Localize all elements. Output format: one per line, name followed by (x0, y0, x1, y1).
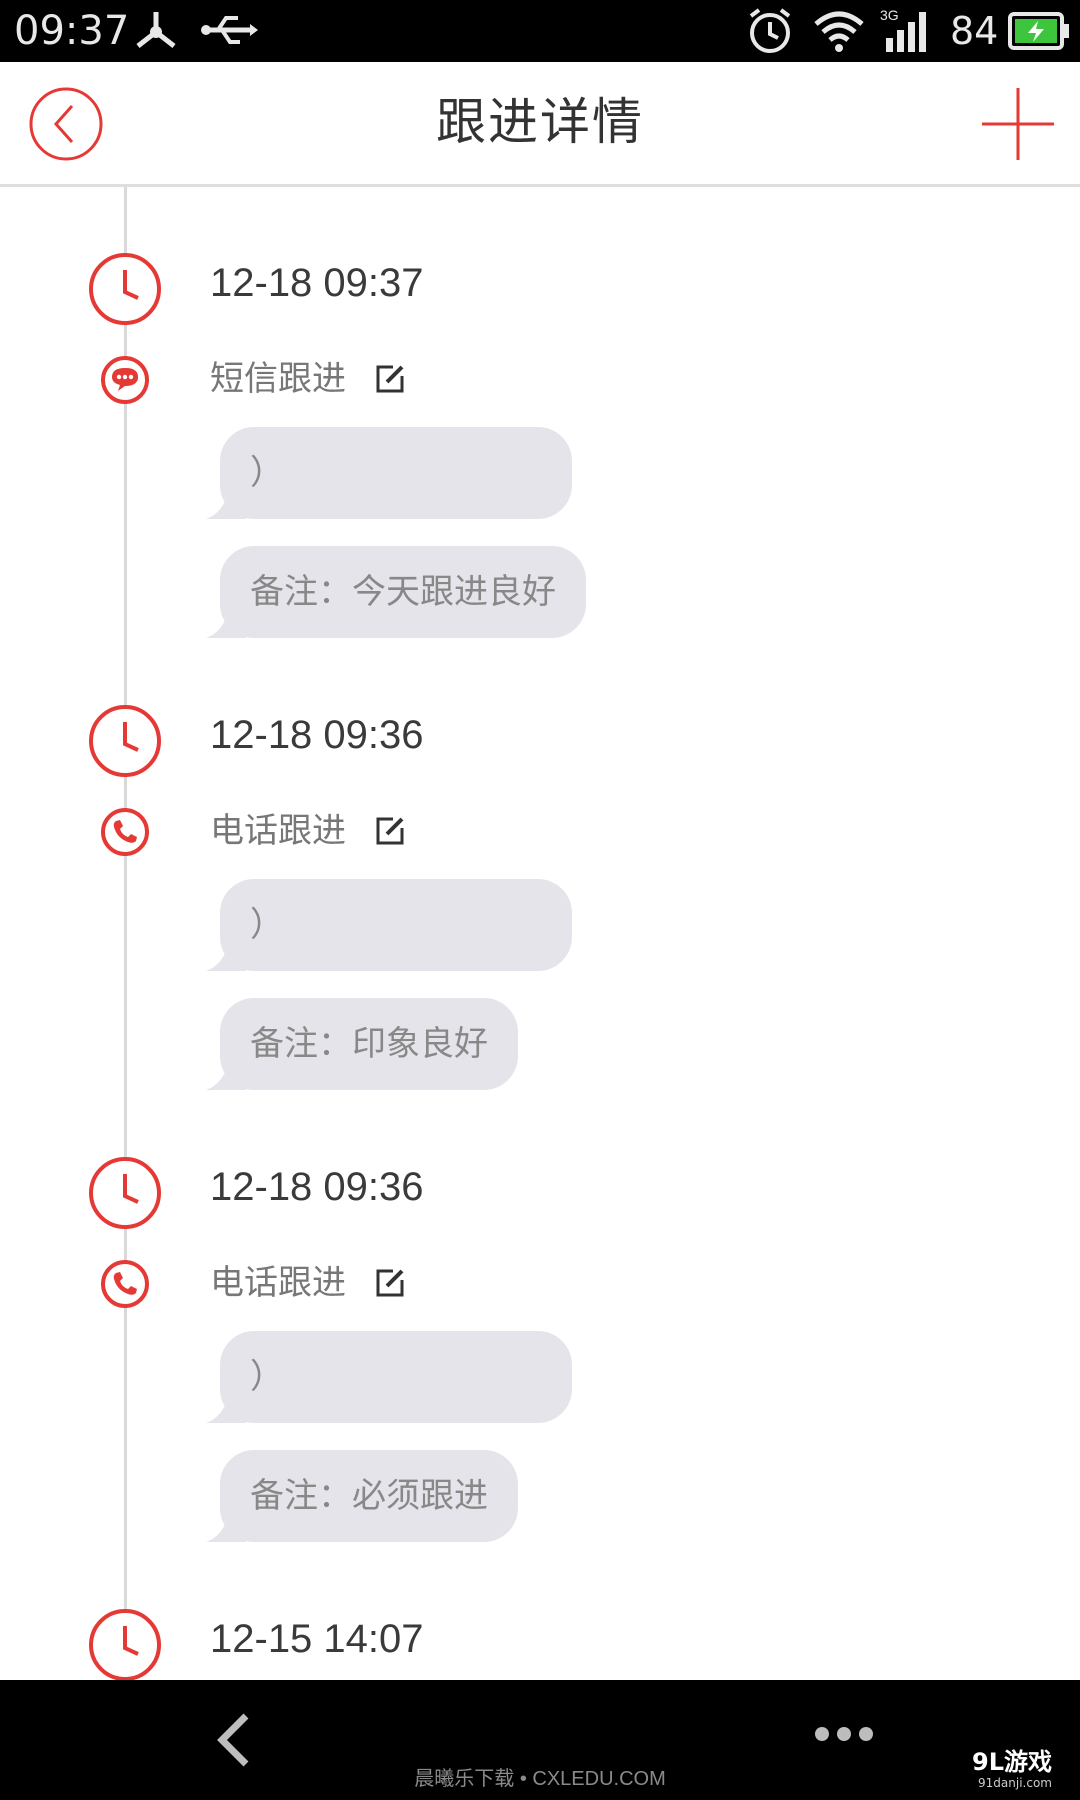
note-text: 备注：必须跟进 (250, 1476, 488, 1516)
bubble-tail (206, 1058, 246, 1090)
wifi-icon (814, 11, 864, 52)
clock-icon (89, 253, 161, 325)
note-text: 备注：今天跟进良好 (250, 572, 556, 612)
note-bubble: 备注：印象良好 (206, 998, 518, 1090)
battery-charging-icon (1008, 12, 1069, 50)
add-button[interactable] (980, 86, 1056, 162)
header: 跟进详情 (0, 62, 1080, 187)
bubble-tail (206, 606, 246, 638)
site-logo: 9L游戏 91danji.com (972, 1748, 1052, 1790)
entry-time: 12-18 09:36 (210, 713, 424, 757)
entry-type-label: 短信跟进 (210, 359, 346, 399)
edit-icon[interactable] (375, 816, 405, 846)
clock-icon (89, 1609, 161, 1680)
site-logo-url: 91danji.com (978, 1776, 1052, 1790)
entry-time: 12-18 09:37 (210, 261, 424, 305)
site-logo-text: 9L游戏 (972, 1748, 1052, 1776)
alarm-icon (749, 8, 791, 53)
message-bubble: ） (206, 879, 572, 971)
message-bubble: ） (206, 1331, 572, 1423)
entry-time: 12-18 09:36 (210, 1165, 424, 1209)
entry-time: 12-15 14:07 (210, 1617, 424, 1661)
phone-icon (101, 808, 149, 856)
bubble-tail (206, 487, 246, 519)
page-title: 跟进详情 (436, 93, 644, 151)
usb-tether-icon (136, 12, 176, 48)
bubble-tail (206, 1391, 246, 1423)
bubble-tail (206, 1510, 246, 1542)
note-bubble: 备注：今天跟进良好 (206, 546, 586, 638)
edit-icon[interactable] (375, 1268, 405, 1298)
clock-icon (89, 705, 161, 777)
more-menu-icon[interactable] (812, 1724, 876, 1744)
status-time: 09:37 (14, 8, 130, 54)
watermark-text: 晨曦乐下载 • CXLEDU.COM (414, 1768, 666, 1790)
nav-back-icon[interactable] (210, 1710, 260, 1770)
message-content: ） (250, 453, 284, 493)
timeline[interactable]: 12-18 09:37 短信跟进 ） 备注：今天跟进良好 12-18 09:36 (0, 187, 1080, 1680)
clock-icon (89, 1157, 161, 1229)
timeline-line (124, 187, 127, 1680)
signal-icon: 3G (880, 7, 926, 52)
message-bubble: ） (206, 427, 572, 519)
note-bubble: 备注：必须跟进 (206, 1450, 518, 1542)
back-button[interactable] (28, 86, 104, 162)
entry-type-label: 电话跟进 (210, 811, 346, 851)
navigation-bar (0, 1680, 1080, 1800)
note-text: 备注：印象良好 (250, 1024, 488, 1064)
sms-bubble-icon (101, 356, 149, 404)
message-content: ） (250, 905, 284, 945)
usb-icon (201, 16, 258, 44)
edit-icon[interactable] (375, 364, 405, 394)
status-bar: 09:37 3G 84 (0, 0, 1080, 62)
phone-icon (101, 1260, 149, 1308)
svg-text:3G: 3G (880, 7, 899, 23)
message-content: ） (250, 1357, 284, 1397)
bubble-tail (206, 939, 246, 971)
entry-type-label: 电话跟进 (210, 1263, 346, 1303)
battery-percent: 84 (950, 9, 999, 53)
